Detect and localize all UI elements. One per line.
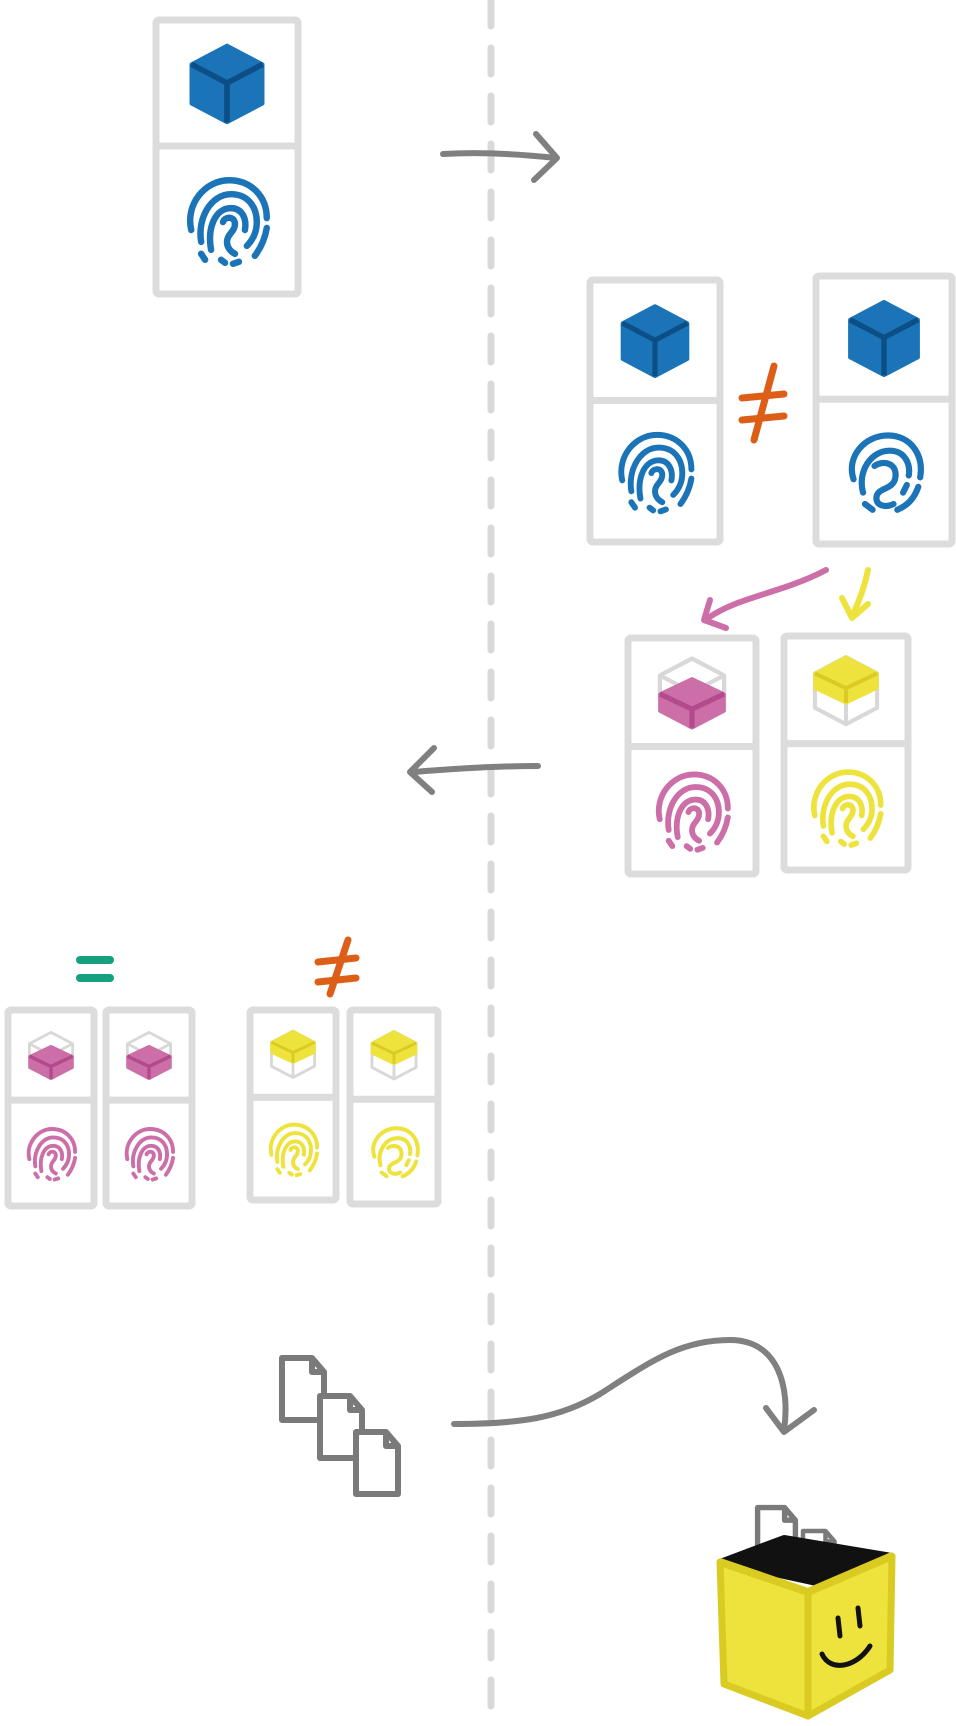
arrow-yellow	[839, 567, 871, 621]
cube-icon	[850, 302, 918, 376]
smiley-box-icon	[716, 1508, 896, 1720]
arrow-right	[440, 131, 560, 183]
card	[812, 272, 956, 548]
arrow-pink	[701, 567, 829, 631]
cube-icon	[191, 46, 262, 123]
card	[586, 276, 724, 546]
cube-icon	[815, 657, 877, 724]
document-icon	[356, 1432, 398, 1494]
not-equal-sign	[314, 936, 360, 998]
card-frame	[102, 1006, 196, 1210]
cube-icon	[622, 306, 687, 376]
card-frame	[4, 1006, 98, 1210]
card	[780, 632, 912, 874]
arrow-left	[407, 745, 541, 795]
card	[4, 1006, 98, 1210]
cube-icon	[271, 1031, 314, 1078]
card	[346, 1006, 442, 1208]
cube-icon	[372, 1031, 416, 1079]
card	[246, 1006, 340, 1204]
card	[152, 16, 302, 298]
not-equal-sign	[738, 362, 788, 444]
arrow-curve	[451, 1337, 817, 1435]
card	[102, 1006, 196, 1210]
equal-sign	[76, 956, 114, 982]
card	[624, 634, 760, 878]
